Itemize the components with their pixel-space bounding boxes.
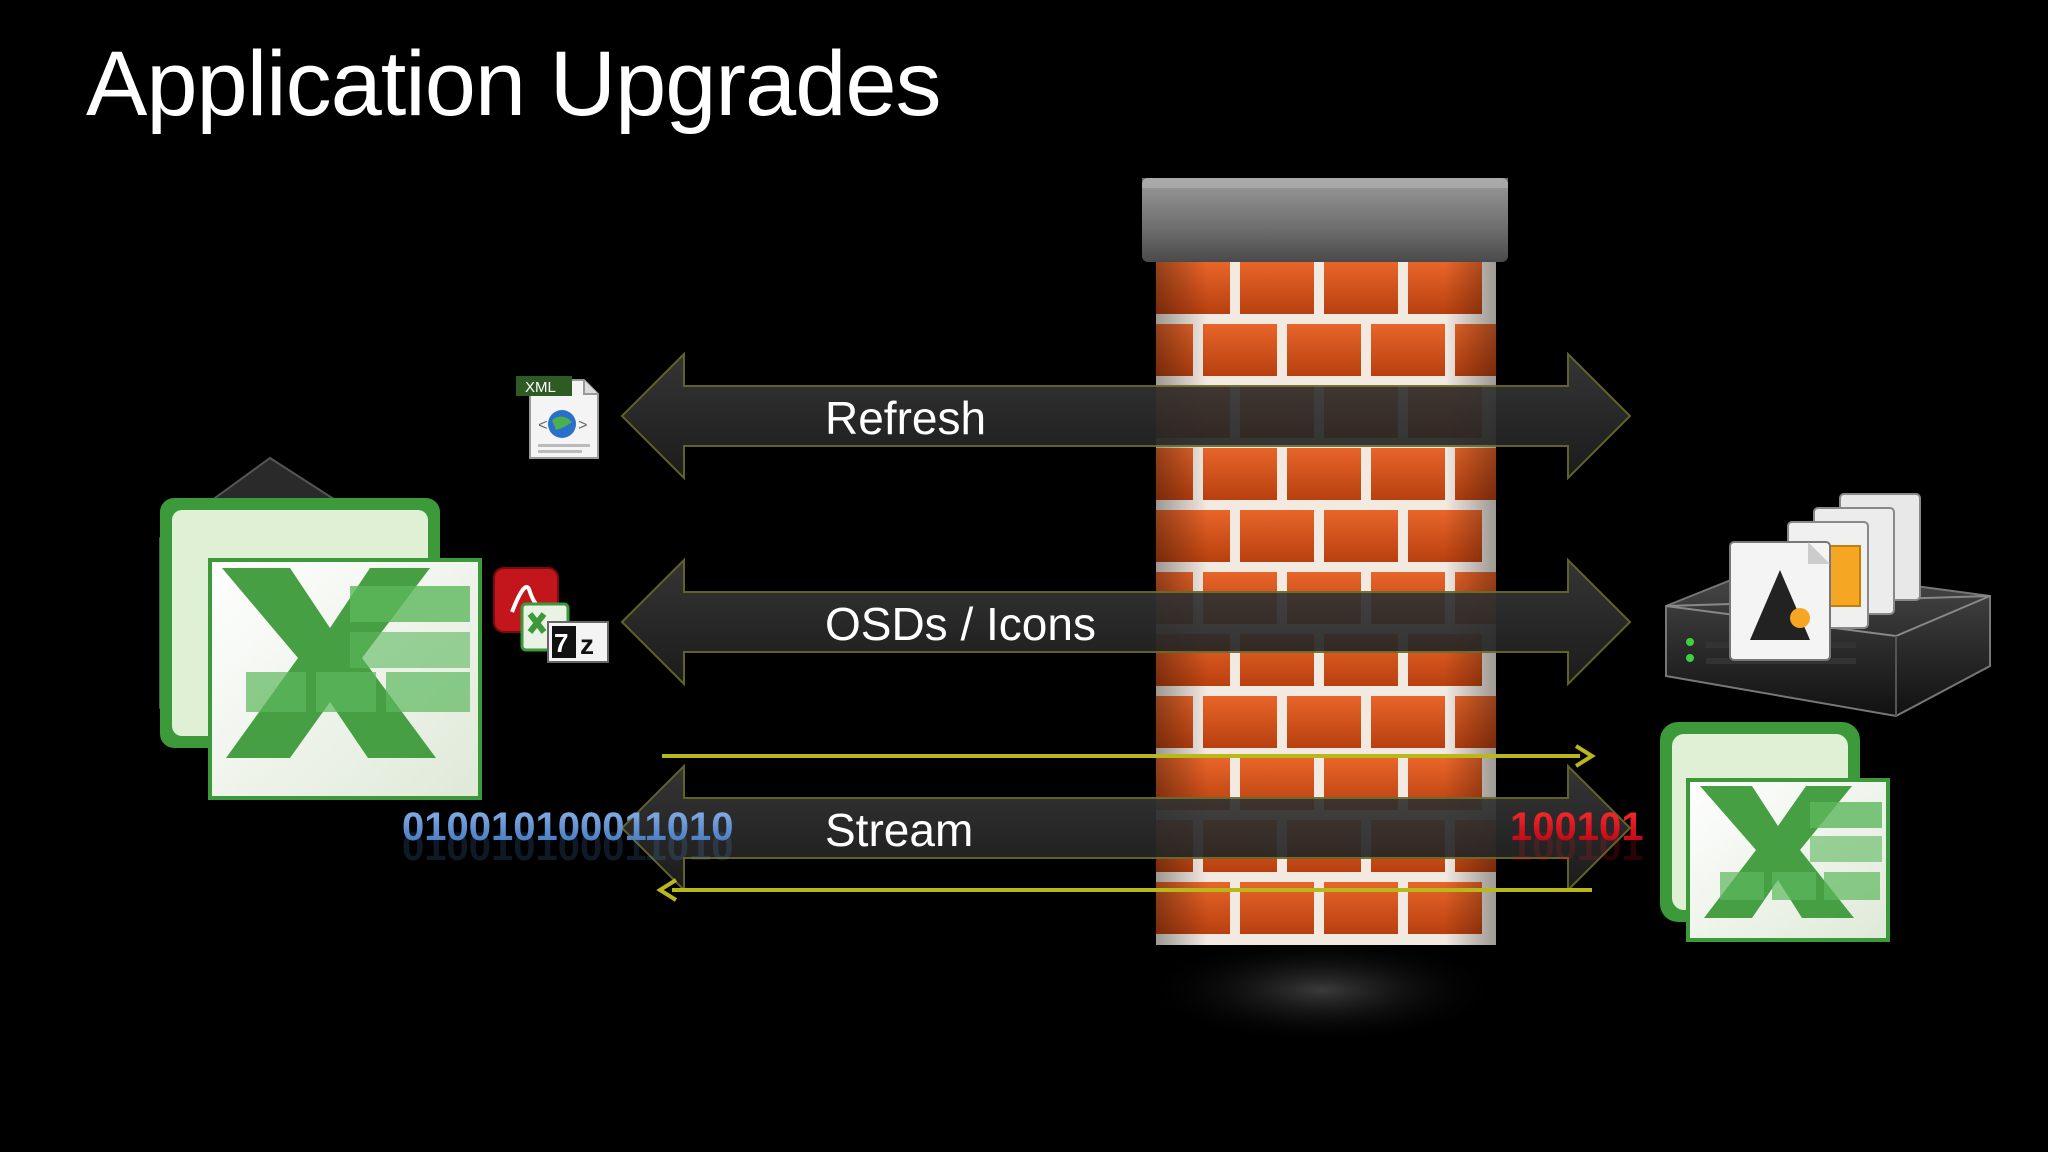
firewall-cap: [1142, 178, 1508, 262]
svg-text:<: <: [538, 417, 548, 435]
svg-text:>: >: [578, 417, 588, 435]
excel-server-icon: [1660, 722, 1890, 942]
xml-file-icon: XML < >: [516, 376, 599, 459]
arrow-refresh: Refresh: [620, 351, 1632, 481]
client-binary-stream: 010010100011010: [402, 805, 733, 849]
arrow-stream: Stream: [620, 744, 1632, 902]
excel-client-icon: [159, 456, 482, 800]
firewall-shadow: [1142, 935, 1502, 1045]
svg-text:z: z: [580, 629, 594, 660]
server-binary-stream: 100101: [1510, 805, 1643, 849]
client-binary-reflection: 010010100011010: [402, 825, 733, 869]
arrow-label-refresh: Refresh: [825, 392, 986, 444]
arrow-osds-icons: OSDs / Icons: [620, 557, 1632, 687]
slide-title: Application Upgrades: [86, 33, 942, 135]
file-bundle-icon: 7 z: [493, 567, 609, 663]
arrow-label-osds-icons: OSDs / Icons: [825, 598, 1096, 650]
svg-text:7: 7: [554, 628, 568, 658]
arrow-label-stream: Stream: [825, 804, 973, 856]
xml-badge: XML: [525, 379, 556, 396]
server-binary-reflection: 100101: [1510, 825, 1643, 869]
package-files-icon: [1729, 493, 1921, 661]
